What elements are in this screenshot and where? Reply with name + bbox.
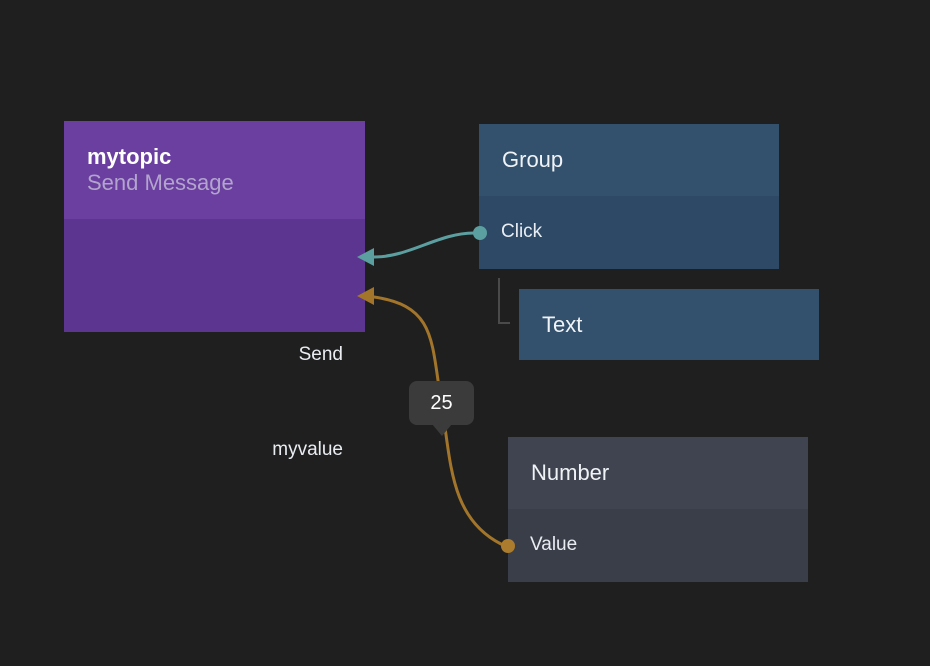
port-label-value: Value (530, 534, 578, 555)
tooltip-pointer-icon (431, 424, 452, 436)
wire-value-text: 25 (430, 391, 453, 414)
node-number[interactable]: Number Value (508, 437, 808, 582)
wire-arrowhead-myvalue[interactable] (357, 287, 374, 305)
node-title: Group (502, 147, 564, 172)
port-row-send[interactable]: Send (64, 219, 365, 365)
node-title: Number (531, 460, 610, 485)
port-label-send: Send (298, 344, 343, 365)
port-label-click: Click (501, 221, 543, 242)
node-send-message[interactable]: mytopic Send Message Send myvalue (64, 121, 365, 460)
node-title: Text (542, 311, 583, 337)
node-title: mytopic (87, 144, 172, 169)
port-dot-value[interactable] (501, 539, 515, 553)
port-row-myvalue[interactable]: myvalue (64, 275, 365, 460)
node-number-header: Number (508, 437, 808, 509)
wire-value-tooltip: 25 (409, 381, 474, 436)
wire-arrowhead-send[interactable] (357, 248, 374, 266)
node-subtitle: Send Message (87, 170, 234, 195)
node-text-header: Text (519, 289, 819, 360)
node-text[interactable]: Text (519, 289, 819, 360)
node-group[interactable]: Group Click (479, 124, 779, 269)
group-text-hierarchy-line (498, 278, 510, 324)
port-dot-click[interactable] (473, 226, 487, 240)
port-row-click[interactable]: Click (479, 196, 779, 269)
node-send-message-header: mytopic Send Message (64, 121, 365, 219)
port-row-value[interactable]: Value (508, 509, 808, 582)
wire-click-to-send[interactable] (372, 231, 476, 259)
port-label-myvalue: myvalue (272, 439, 343, 460)
node-group-header: Group (479, 124, 779, 196)
